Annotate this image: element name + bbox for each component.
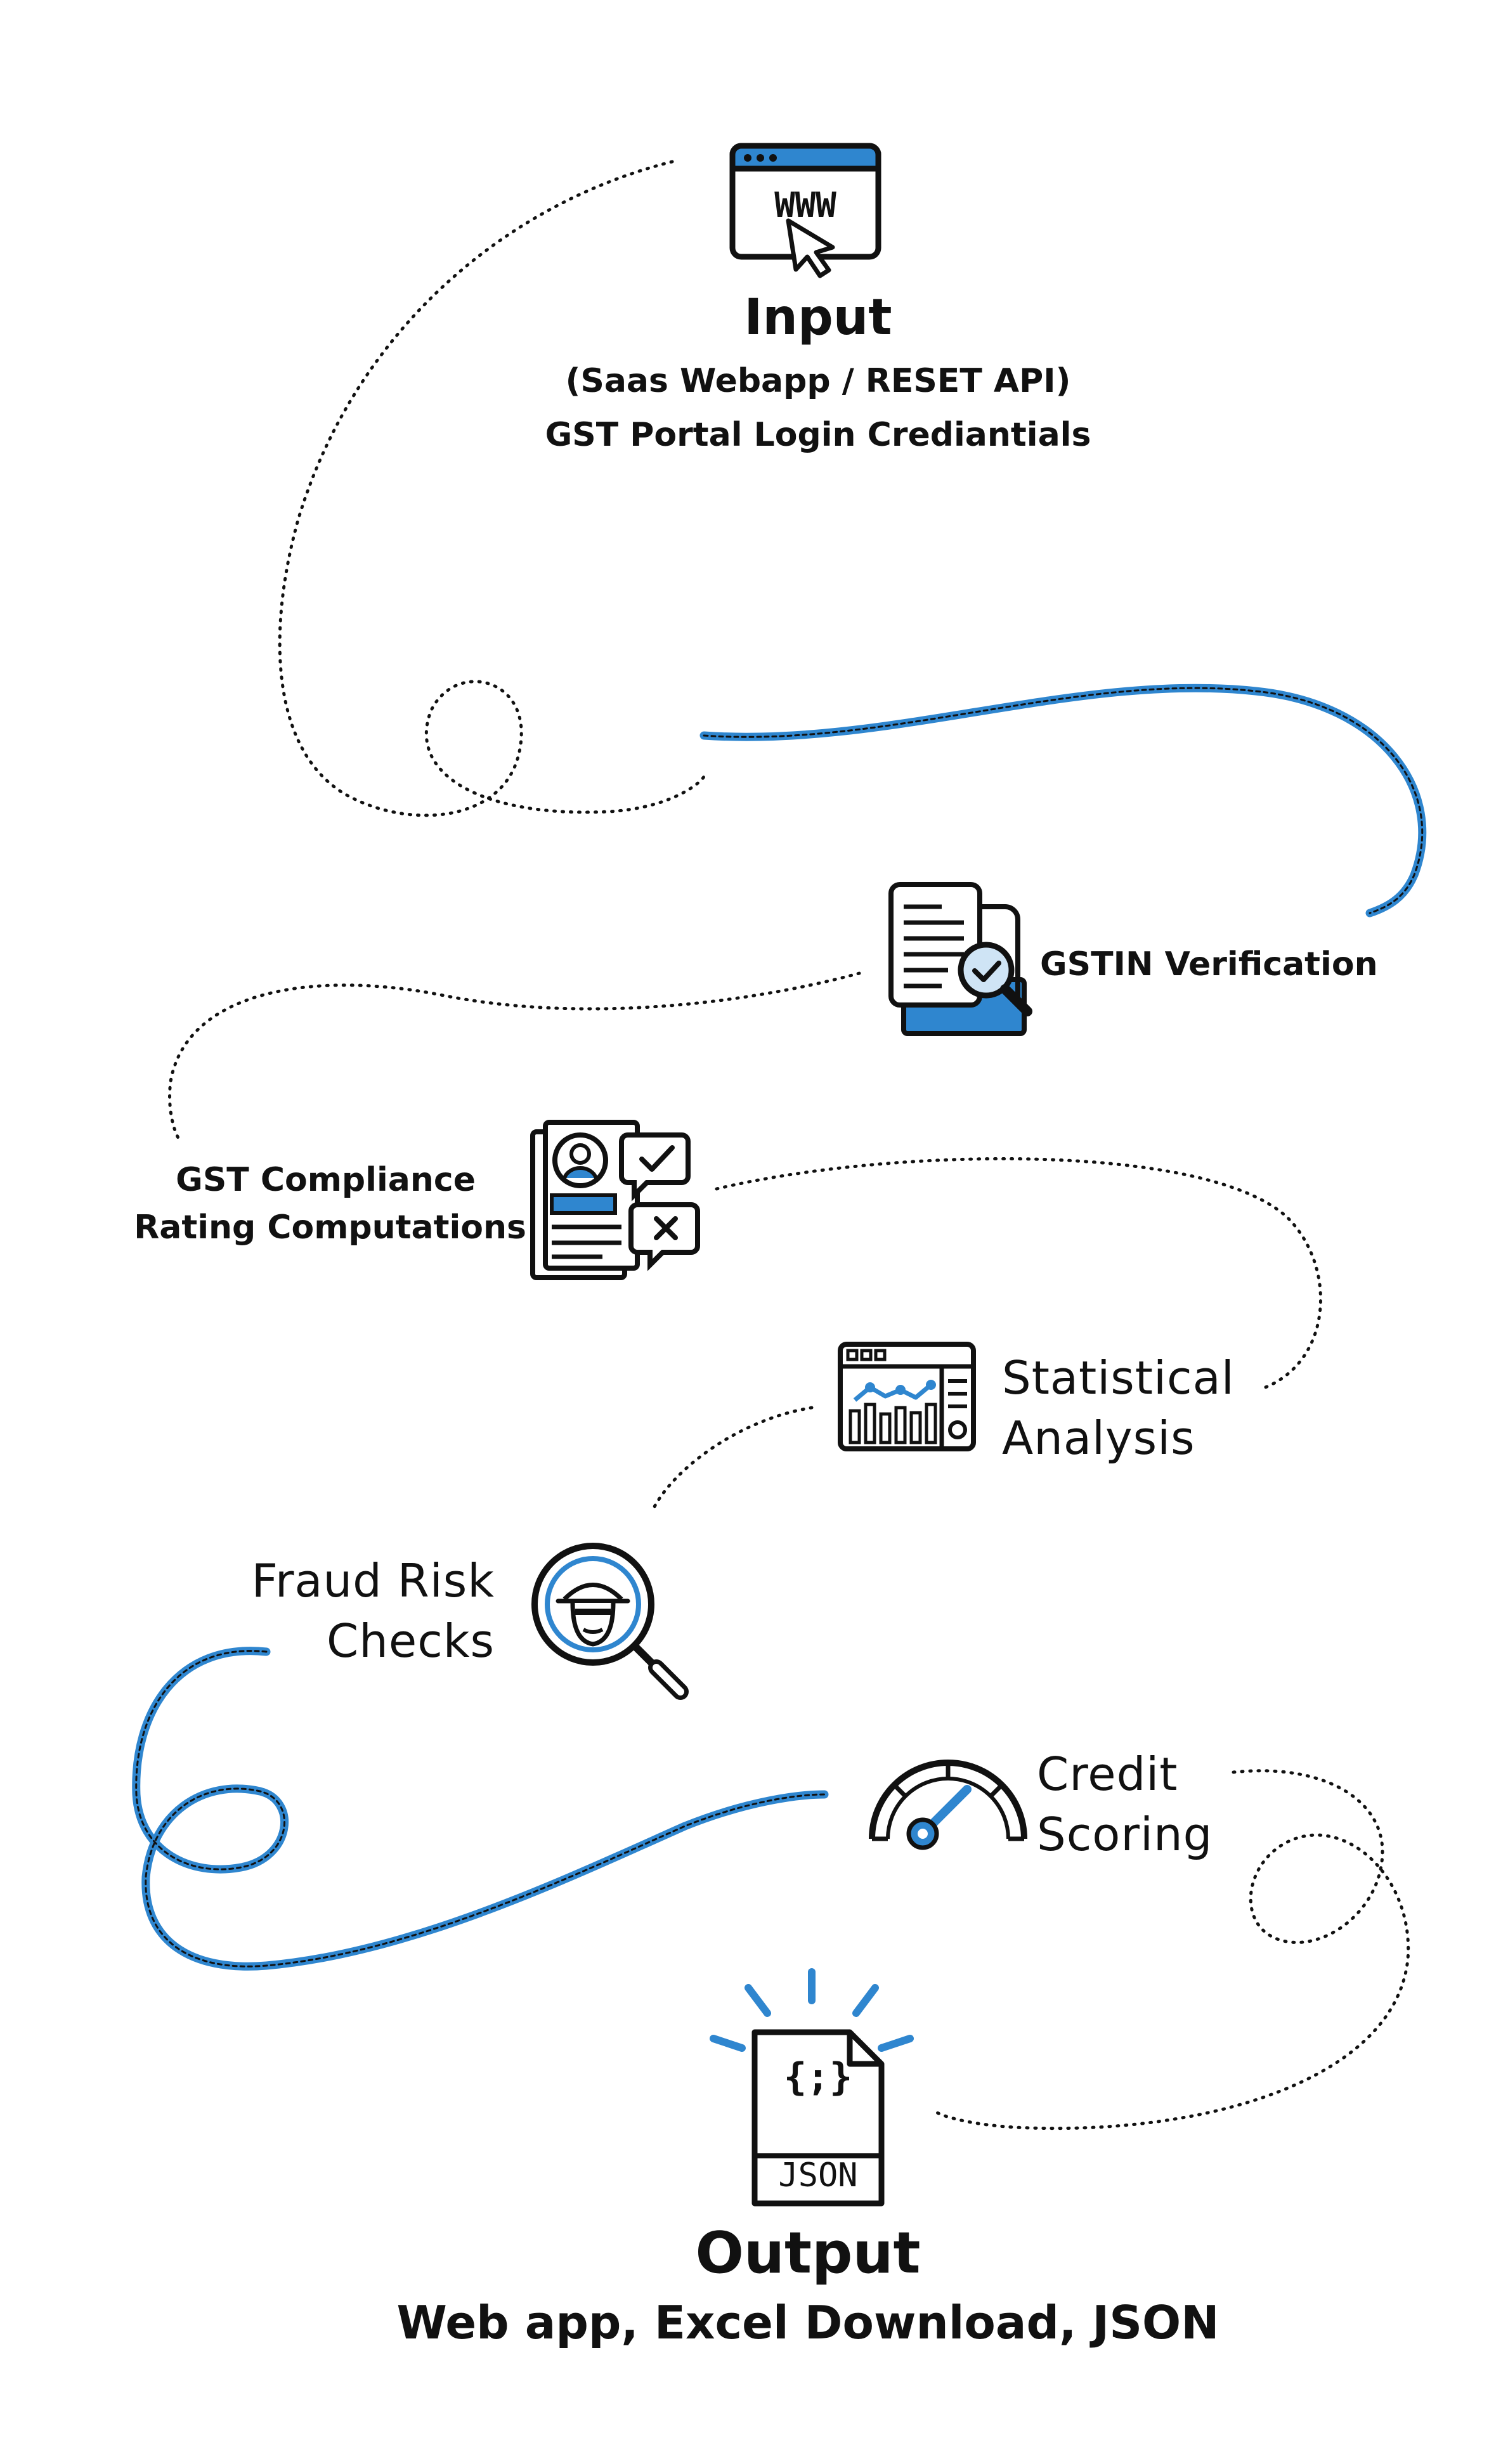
output-title: Output xyxy=(695,2220,921,2286)
spy-magnifier-icon xyxy=(531,1543,689,1700)
step-compliance-label-line1: GST Compliance xyxy=(176,1161,476,1199)
document-verification-icon xyxy=(888,882,1032,1036)
step-credit-label-line1: Credit xyxy=(1037,1747,1178,1801)
connector-blue-loop xyxy=(132,1647,829,1971)
step-statistical-label-line1: Statistical xyxy=(1002,1351,1235,1404)
svg-text:WWW: WWW xyxy=(774,185,836,225)
json-file-icon xyxy=(710,1968,914,2207)
step-statistical-label-line2: Analysis xyxy=(1002,1411,1195,1465)
speedometer-gauge-icon xyxy=(869,1760,1027,1850)
step-fraud-label-line2: Checks xyxy=(327,1614,495,1668)
connector-statistical-fraud xyxy=(651,1406,814,1511)
connector-gstin-compliance xyxy=(168,971,861,1143)
output-subtitle: Web app, Excel Download, JSON xyxy=(396,2296,1219,2349)
json-file-symbol: {;} xyxy=(783,2055,853,2099)
input-line1: (Saas Webapp / RESET API) xyxy=(565,362,1071,400)
connector-credit-output xyxy=(933,1769,1410,2130)
connector-compliance-statistical xyxy=(715,1157,1322,1391)
step-credit-label-line2: Scoring xyxy=(1037,1808,1213,1861)
step-compliance-label-line2: Rating Computations xyxy=(134,1209,526,1247)
step-fraud-label-line1: Fraud Risk xyxy=(251,1554,495,1607)
profile-approval-icon xyxy=(530,1120,700,1280)
connector-blue-wave xyxy=(699,684,1427,918)
connector-input-loop xyxy=(278,160,706,817)
input-title: Input xyxy=(744,289,892,346)
input-line2: GST Portal Login Crediantials xyxy=(545,416,1091,454)
dashboard-analytics-icon xyxy=(838,1342,976,1451)
step-gstin-label: GSTIN Verification xyxy=(1040,945,1378,983)
browser-www-icon: WWW xyxy=(729,143,881,278)
json-file-tag: JSON xyxy=(778,2156,858,2195)
